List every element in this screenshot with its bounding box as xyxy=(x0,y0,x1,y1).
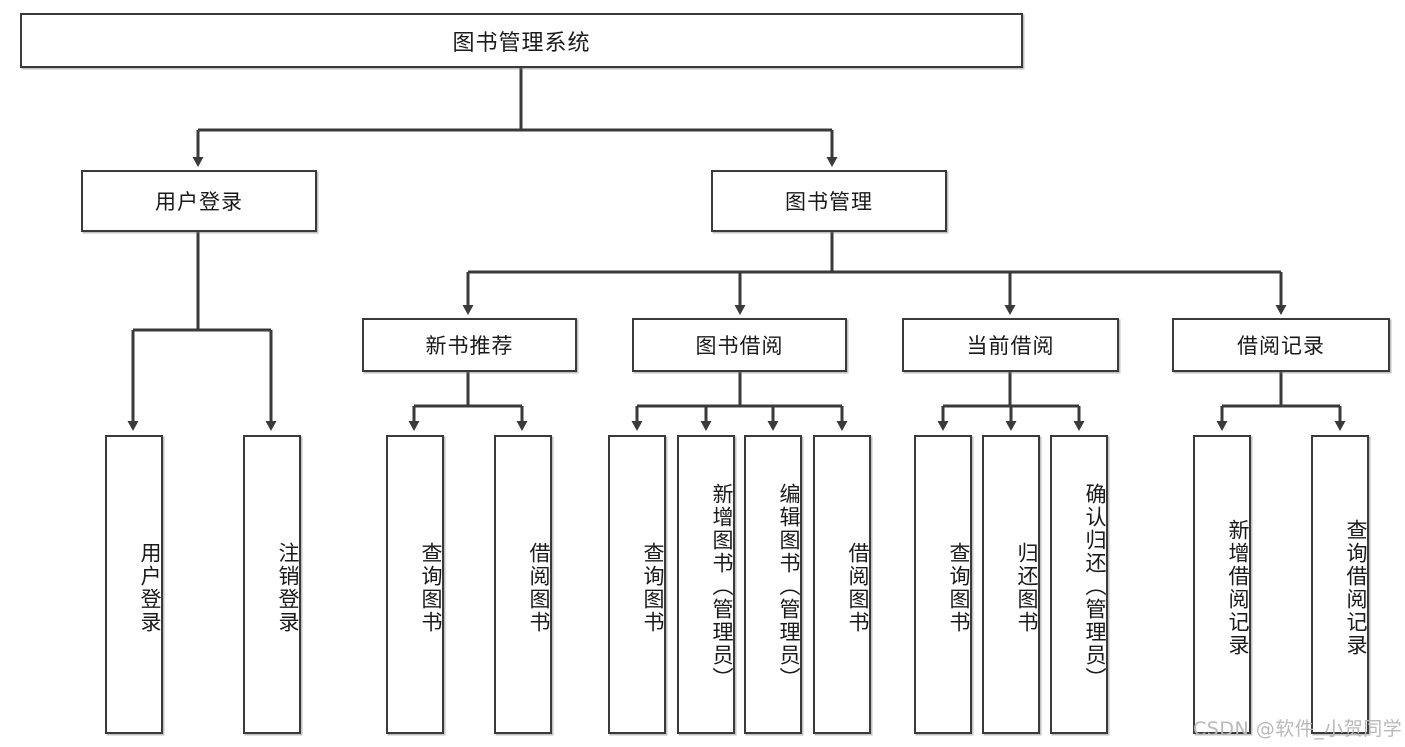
leaf-record-add[interactable]: 新增借阅记录 xyxy=(1193,435,1251,734)
node-root[interactable]: 图书管理系统 xyxy=(20,13,1023,68)
node-root-label: 图书管理系统 xyxy=(452,30,591,56)
leaf-current-return-book[interactable]: 归还图书 xyxy=(982,435,1040,734)
node-borrow-record[interactable]: 借阅记录 xyxy=(1172,318,1390,372)
leaf-user-login[interactable]: 用户登录 xyxy=(105,435,163,734)
leaf-current-query-book[interactable]: 查询图书 xyxy=(914,435,972,734)
node-book-borrow[interactable]: 图书借阅 xyxy=(632,318,847,372)
node-new-book-recommend-label: 新书推荐 xyxy=(425,334,514,358)
node-book-borrow-label: 图书借阅 xyxy=(695,334,784,358)
leaf-recommend-query-book[interactable]: 查询图书 xyxy=(386,435,444,734)
node-book-management-label: 图书管理 xyxy=(785,190,873,214)
leaf-borrow-query-book-label: 查询图书 xyxy=(641,541,665,634)
node-user-login[interactable]: 用户登录 xyxy=(81,170,317,232)
leaf-current-query-book-label: 查询图书 xyxy=(947,541,971,634)
leaf-borrow-add-book[interactable]: 新增图书（管理员） xyxy=(677,435,735,734)
leaf-borrow-edit-book[interactable]: 编辑图书（管理员） xyxy=(744,435,802,734)
node-current-borrow[interactable]: 当前借阅 xyxy=(902,318,1119,372)
leaf-borrow-borrow-book-label: 借阅图书 xyxy=(846,541,870,634)
leaf-user-logout[interactable]: 注销登录 xyxy=(243,435,301,734)
leaf-recommend-borrow-book[interactable]: 借阅图书 xyxy=(494,435,552,734)
leaf-borrow-borrow-book[interactable]: 借阅图书 xyxy=(813,435,871,734)
leaf-user-logout-label: 注销登录 xyxy=(276,541,300,634)
leaf-record-query-label: 查询借阅记录 xyxy=(1344,518,1368,657)
node-new-book-recommend[interactable]: 新书推荐 xyxy=(362,318,577,372)
node-book-management[interactable]: 图书管理 xyxy=(711,170,947,232)
watermark: CSDN @软件_小贺同学 xyxy=(1193,718,1403,740)
leaf-current-confirm-return-label: 确认归还（管理员） xyxy=(1083,483,1107,690)
leaf-borrow-add-book-label: 新增图书（管理员） xyxy=(710,483,734,690)
leaf-user-login-label: 用户登录 xyxy=(138,541,162,634)
leaf-current-confirm-return[interactable]: 确认归还（管理员） xyxy=(1050,435,1108,734)
leaf-recommend-query-book-label: 查询图书 xyxy=(419,541,443,634)
leaf-recommend-borrow-book-label: 借阅图书 xyxy=(527,541,551,634)
leaf-borrow-edit-book-label: 编辑图书（管理员） xyxy=(777,483,801,690)
leaf-record-add-label: 新增借阅记录 xyxy=(1226,518,1250,657)
node-user-login-label: 用户登录 xyxy=(155,190,243,214)
leaf-borrow-query-book[interactable]: 查询图书 xyxy=(608,435,666,734)
leaf-current-return-book-label: 归还图书 xyxy=(1015,541,1039,634)
node-current-borrow-label: 当前借阅 xyxy=(966,334,1055,358)
node-borrow-record-label: 借阅记录 xyxy=(1237,334,1325,358)
leaf-record-query[interactable]: 查询借阅记录 xyxy=(1311,435,1369,734)
